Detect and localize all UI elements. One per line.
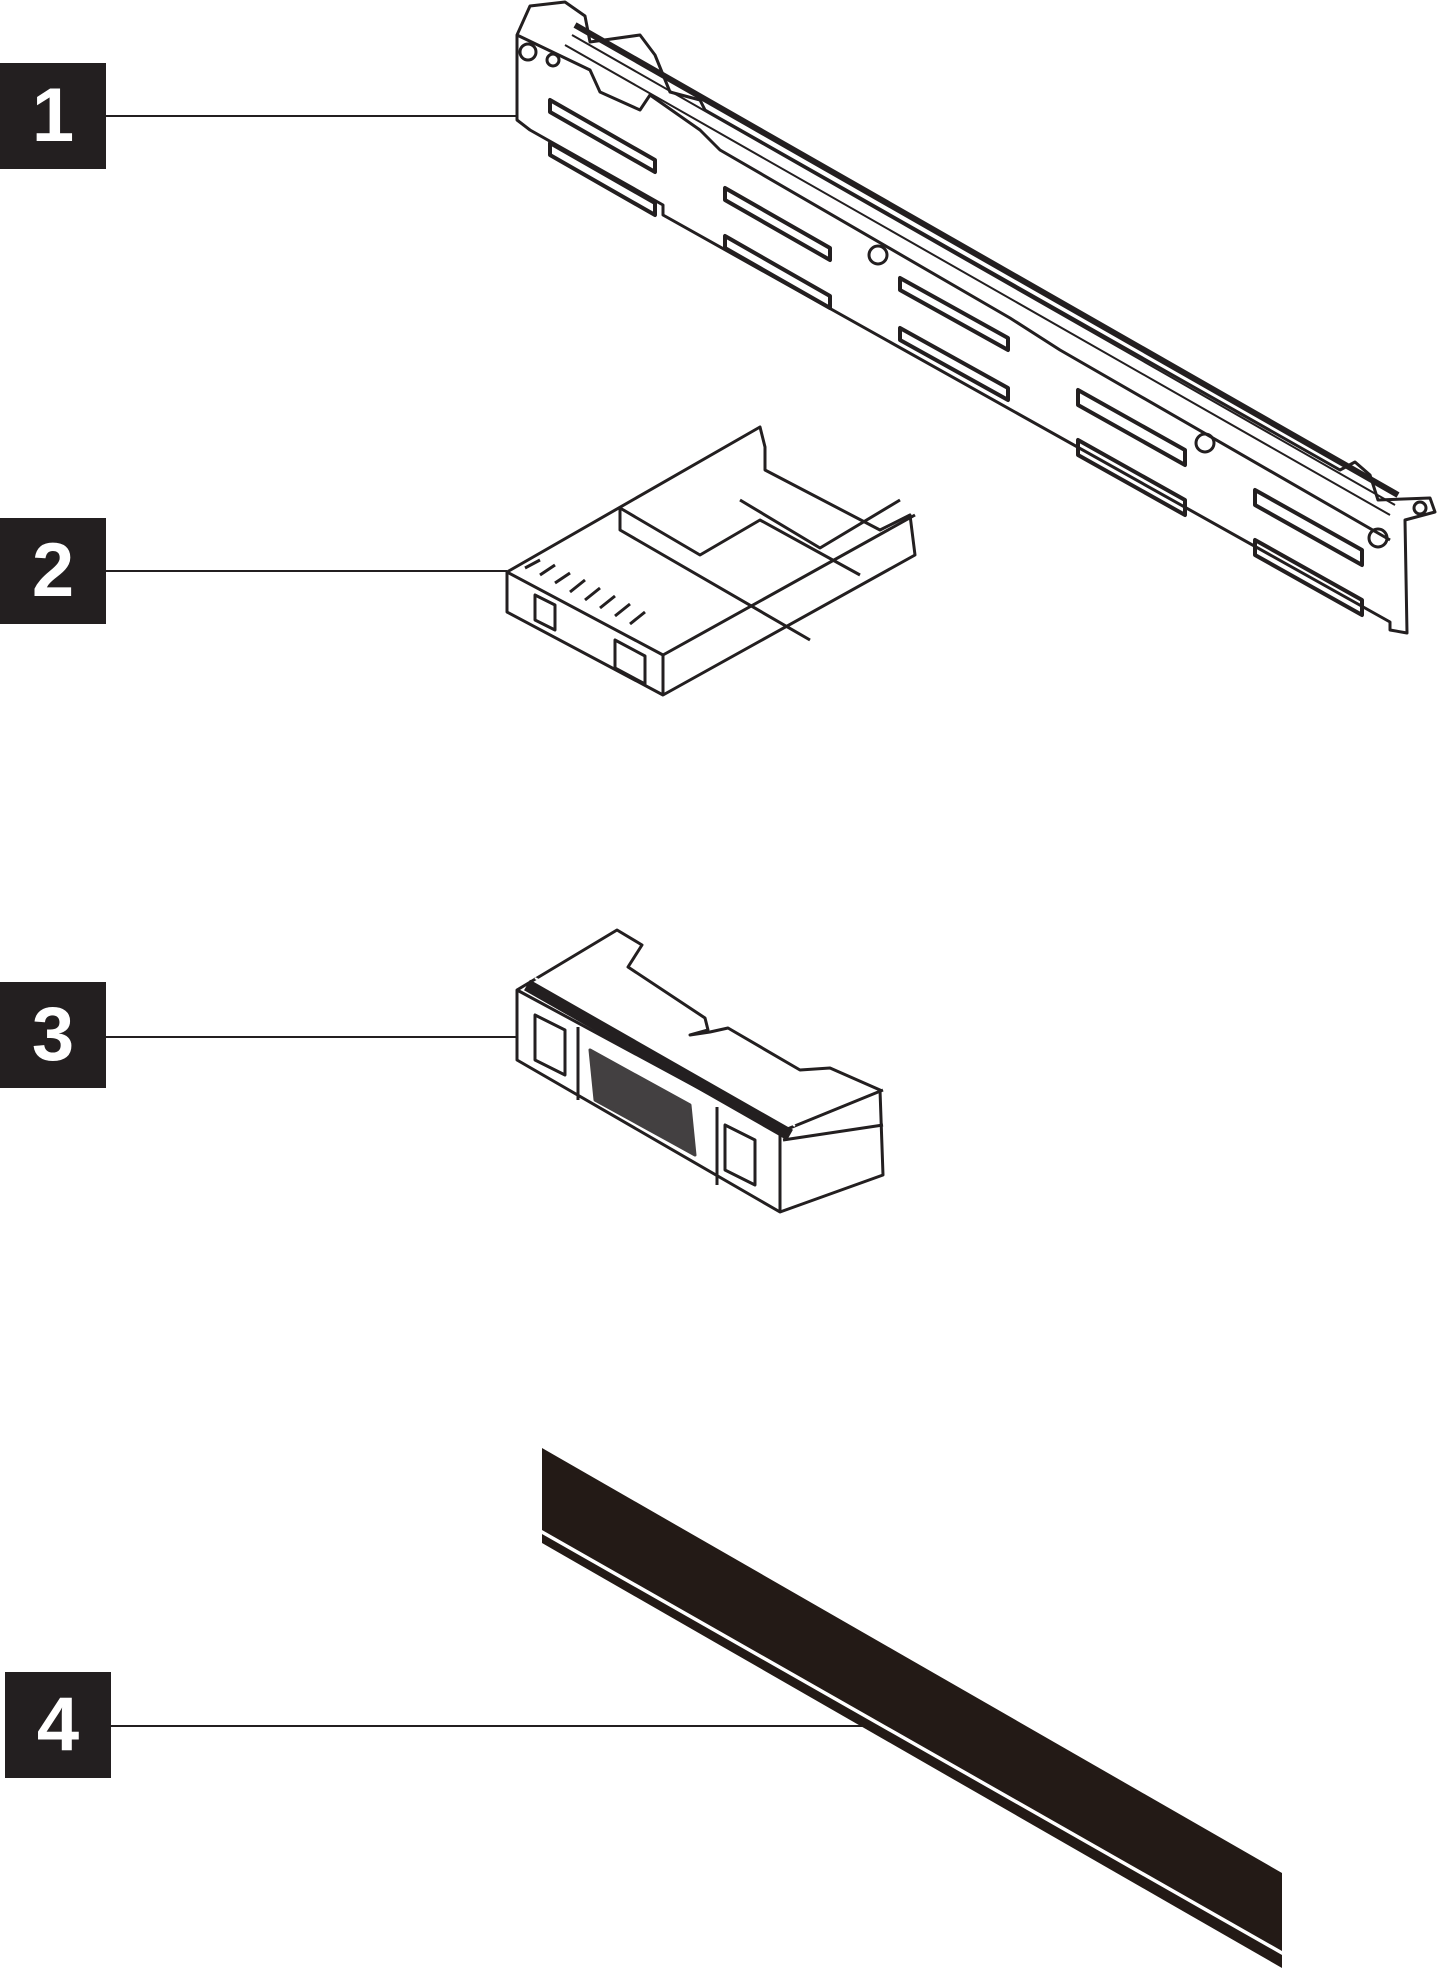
callout-2: 2 <box>0 518 106 624</box>
leader-line-3 <box>106 1036 517 1038</box>
callout-4: 4 <box>5 1672 111 1778</box>
leader-line-4 <box>110 1725 863 1727</box>
callout-1-label: 1 <box>31 73 75 158</box>
backplane-drawing <box>515 0 1437 635</box>
cable-drawing <box>542 1448 1282 1968</box>
callout-1: 1 <box>0 63 106 169</box>
drive-tray-drawing <box>505 425 917 697</box>
leader-line-1 <box>106 115 516 117</box>
drive-filler-drawing <box>515 928 885 1214</box>
callout-3-label: 3 <box>31 992 75 1077</box>
leader-line-2 <box>106 570 507 572</box>
callout-3: 3 <box>0 982 106 1088</box>
callout-2-label: 2 <box>31 528 75 613</box>
callout-4-label: 4 <box>36 1682 80 1767</box>
